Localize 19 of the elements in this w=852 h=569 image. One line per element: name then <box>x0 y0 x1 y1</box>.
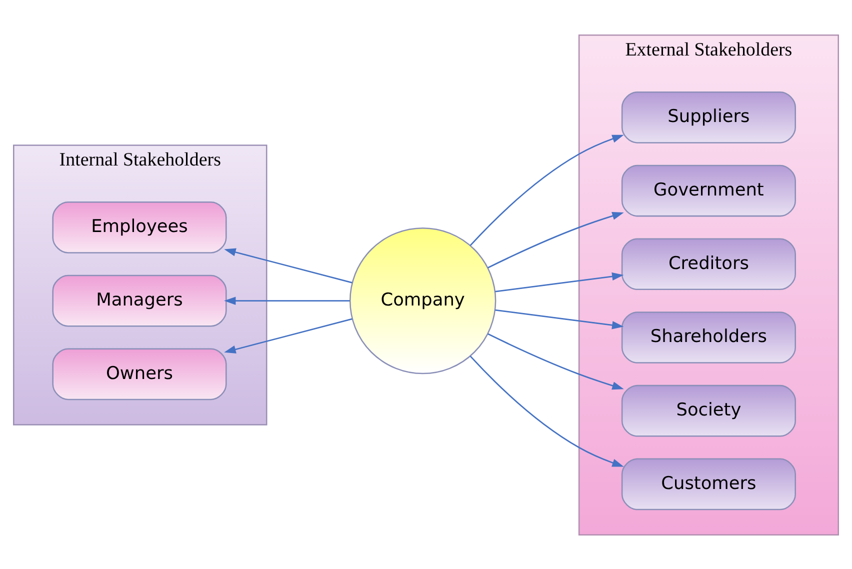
arrow <box>224 296 350 304</box>
node-box: Owners <box>52 348 227 400</box>
arrow <box>470 134 624 246</box>
node-box: Suppliers <box>621 90 796 143</box>
node-box: Society <box>621 384 796 436</box>
node-box: Government <box>621 164 796 216</box>
node-box: Employees <box>52 201 227 253</box>
node-circle: Company <box>349 226 496 374</box>
arrow <box>495 272 624 292</box>
node-box: Customers <box>621 458 796 510</box>
arrow <box>488 332 624 390</box>
arrow <box>224 318 352 353</box>
node-box: Managers <box>52 274 227 326</box>
node-box: Shareholders <box>621 311 796 363</box>
arrow <box>470 355 624 466</box>
arrow <box>488 212 624 268</box>
arrow <box>224 248 352 283</box>
node-box: Creditors <box>621 238 796 290</box>
arrow <box>495 308 624 329</box>
